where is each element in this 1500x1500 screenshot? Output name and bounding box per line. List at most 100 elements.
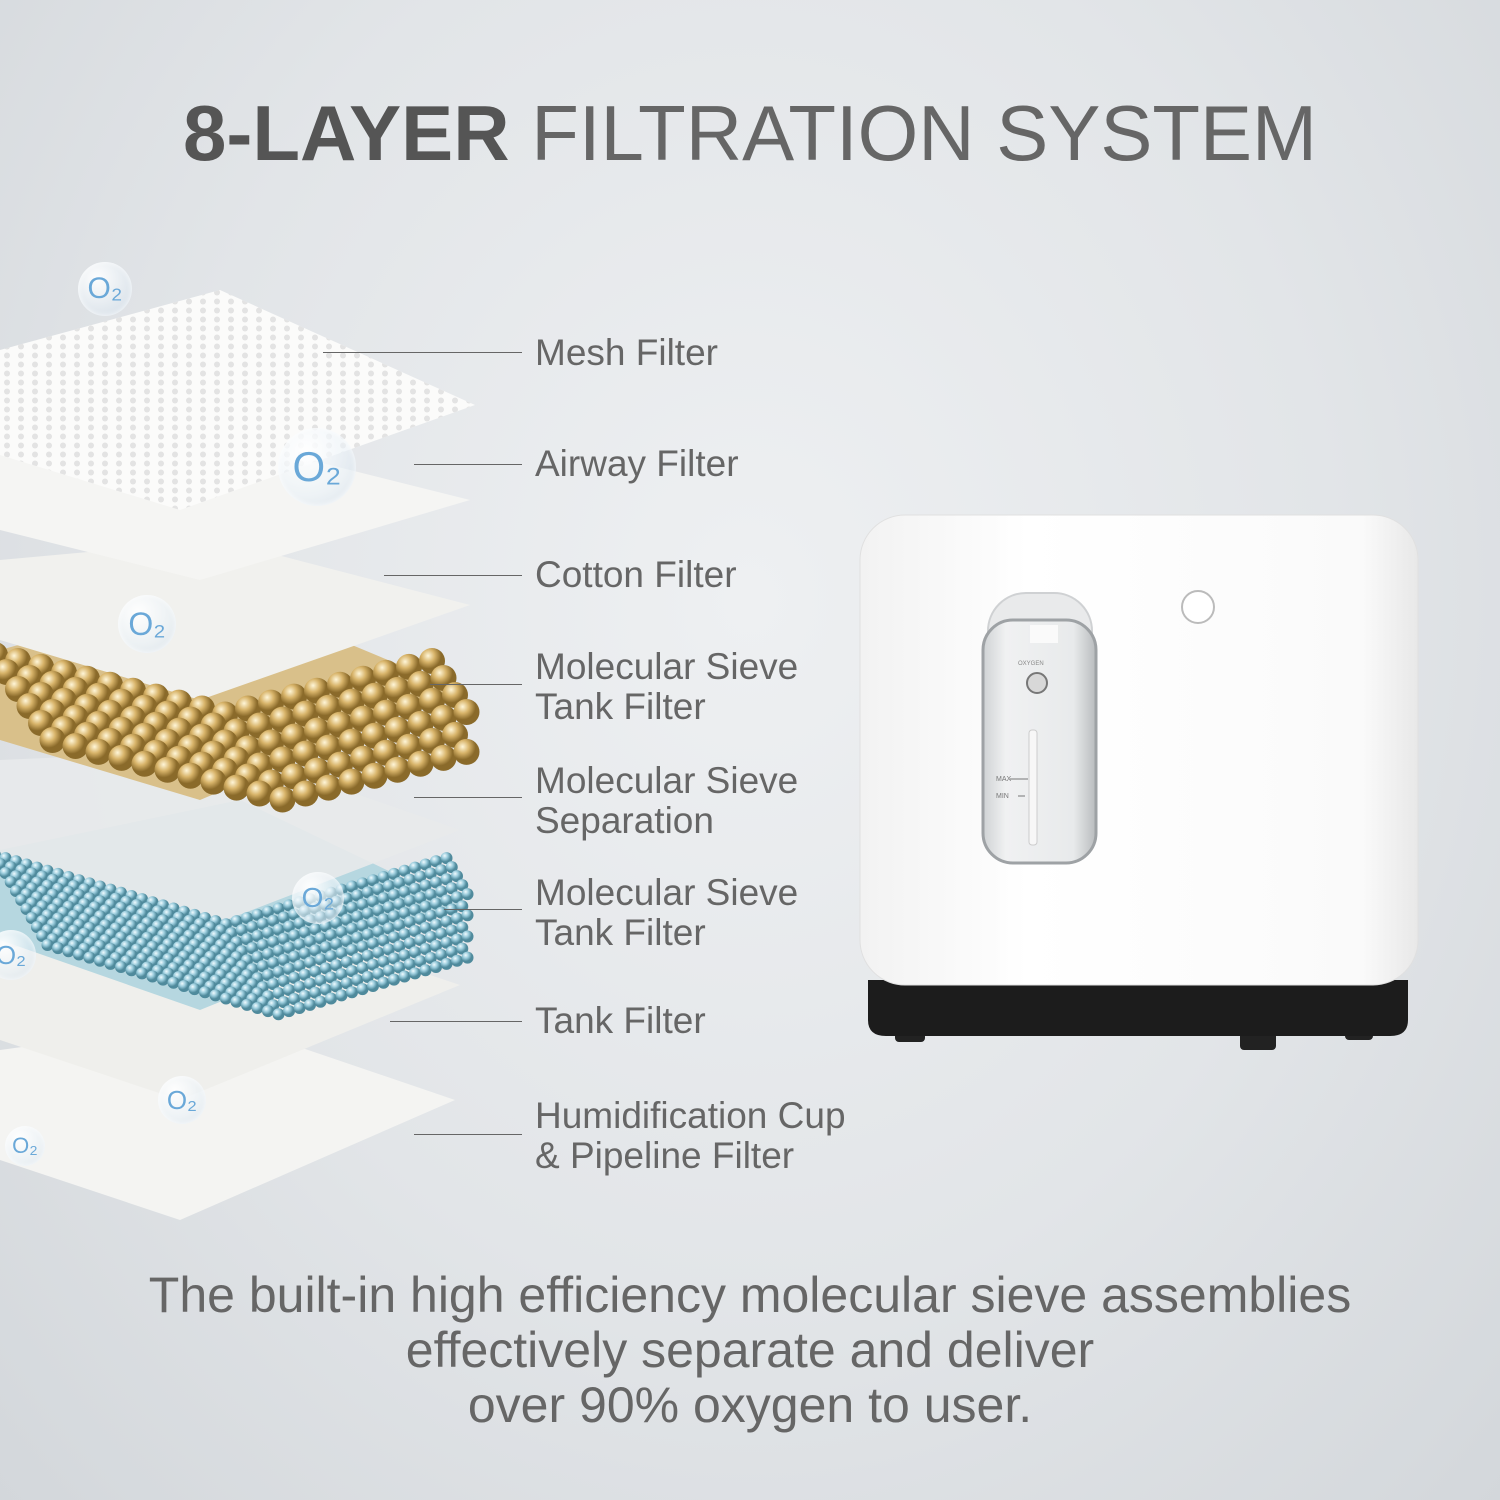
label-line: Tank Filter: [535, 686, 706, 727]
bead: [335, 947, 348, 960]
bead: [403, 958, 416, 971]
bead: [104, 957, 117, 970]
bead: [267, 935, 280, 948]
bead: [277, 932, 290, 945]
bead: [262, 926, 274, 939]
page-title: 8-LAYER FILTRATION SYSTEM: [0, 88, 1500, 179]
bead: [414, 934, 427, 947]
bead: [393, 919, 406, 932]
bead: [424, 930, 437, 943]
bead: [272, 923, 285, 936]
bead: [319, 941, 332, 954]
bead: [246, 942, 259, 955]
label-line: Tank Filter: [535, 912, 706, 953]
bead: [435, 885, 448, 898]
bead: [330, 959, 343, 972]
bead: [377, 871, 390, 884]
min-mark: MIN: [996, 793, 1009, 800]
bead: [346, 965, 358, 978]
bead: [277, 975, 290, 987]
bead: [377, 934, 390, 947]
bead: [136, 967, 148, 980]
bead: [108, 744, 135, 771]
leader-line: [414, 464, 522, 465]
bead: [309, 944, 322, 957]
label-line: Molecular Sieve: [535, 760, 799, 801]
bead: [451, 954, 463, 967]
bead: [283, 1005, 295, 1018]
bead: [256, 960, 269, 973]
bead: [146, 970, 159, 983]
bead: [309, 965, 322, 978]
leader-line: [390, 1021, 522, 1022]
bead: [251, 908, 264, 921]
leader-line: [444, 909, 522, 910]
bead: [377, 976, 390, 989]
bead: [262, 905, 274, 918]
bead: [384, 756, 411, 783]
humidification-cup: [981, 618, 1098, 865]
bead: [272, 944, 285, 957]
bead: [377, 913, 390, 926]
bead: [351, 952, 364, 965]
bead: [314, 974, 327, 987]
bead: [177, 762, 204, 789]
bead: [272, 966, 285, 978]
bead: [414, 891, 427, 904]
bead: [340, 913, 353, 926]
bead: [36, 930, 49, 942]
bead: [398, 907, 411, 920]
bead: [351, 974, 364, 987]
bead: [62, 732, 89, 759]
bead: [309, 986, 322, 999]
bead: [435, 927, 448, 940]
bead: [456, 942, 469, 955]
bead: [0, 867, 12, 879]
bead: [209, 989, 222, 1002]
bead: [131, 750, 158, 777]
power-button: [1181, 590, 1215, 624]
bead: [83, 951, 96, 964]
bead: [372, 904, 385, 917]
bead: [20, 903, 33, 915]
o2-bubble: O₂: [5, 1126, 45, 1166]
bead: [251, 1002, 264, 1014]
bead: [52, 942, 64, 955]
bead: [293, 917, 306, 930]
bead: [262, 1005, 274, 1018]
device-body: [859, 514, 1419, 986]
bead: [440, 957, 453, 970]
bead: [277, 953, 290, 966]
bead: [382, 922, 395, 935]
bead: [367, 958, 379, 971]
bead: [262, 969, 274, 982]
o2-bubble: O₂: [118, 595, 176, 653]
bead: [456, 879, 469, 892]
bead: [388, 889, 400, 902]
bead: [283, 962, 295, 975]
bead: [272, 1008, 285, 1021]
bead: [346, 901, 358, 914]
bead: [451, 870, 463, 883]
bead: [377, 892, 390, 905]
leader-line: [414, 797, 522, 798]
bead: [409, 967, 421, 980]
bead: [356, 940, 369, 953]
bead: [293, 1002, 306, 1014]
bead: [41, 939, 54, 951]
device-base: [868, 980, 1408, 1036]
bead: [445, 861, 458, 874]
bead: [356, 877, 369, 890]
bead: [304, 935, 316, 948]
bead: [456, 921, 469, 934]
label-cotton-filter: Cotton Filter: [535, 554, 737, 595]
layer-cotton: [0, 540, 470, 700]
bead: [361, 949, 374, 962]
bead: [440, 873, 453, 886]
bead: [325, 950, 337, 963]
bead: [335, 925, 348, 938]
bead: [393, 876, 406, 889]
bead: [298, 947, 311, 960]
